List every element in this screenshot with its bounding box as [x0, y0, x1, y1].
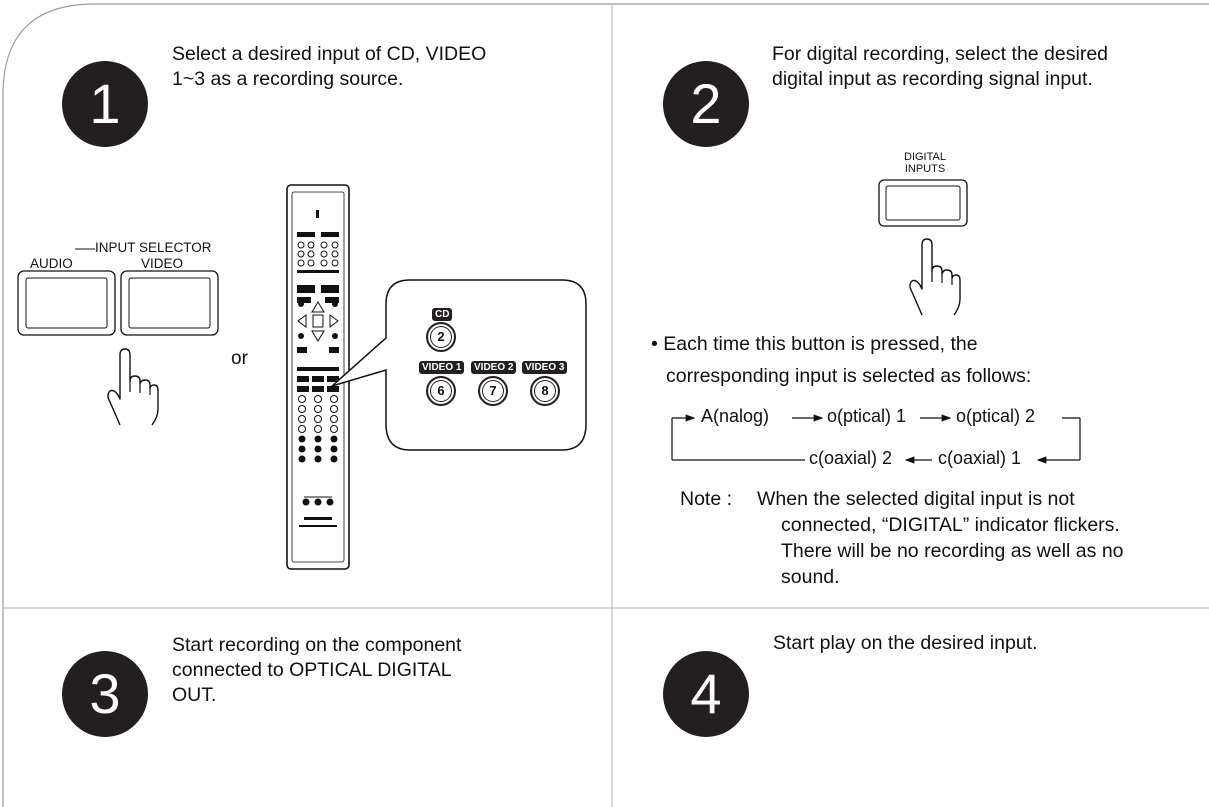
- digital-inputs-button: [878, 179, 968, 227]
- flow-optical-1: o(ptical) 1: [827, 406, 907, 426]
- pointing-hand-icon: [909, 238, 961, 316]
- step-4-text: Start play on the desired input.: [773, 632, 1038, 654]
- step-3-text: Start recording on the component connect…: [172, 634, 462, 706]
- input-selector-rule: [75, 248, 95, 250]
- note-line-1: When the selected digital input is not: [757, 488, 1075, 510]
- pointing-hand-icon: [107, 348, 159, 426]
- video1-button-label: VIDEO 1: [419, 361, 465, 374]
- input-selector-buttons: [17, 270, 219, 336]
- cd-button-label: CD: [432, 308, 453, 321]
- note-line-3: There will be no recording as well as no: [781, 540, 1124, 562]
- bullet-line-2: corresponding input is selected as follo…: [666, 365, 1032, 387]
- note-line-2: connected, “DIGITAL” indicator flickers.: [781, 514, 1120, 536]
- step-1-text: Select a desired input of CD, VIDEO 1~3 …: [172, 43, 487, 90]
- bullet-line-1: • Each time this button is pressed, the: [651, 333, 978, 355]
- video2-button-label: VIDEO 2: [471, 361, 517, 374]
- video2-button: 7: [478, 376, 508, 406]
- flow-coaxial-2: c(oaxial) 2: [809, 448, 893, 468]
- cd-button: 2: [426, 322, 456, 352]
- step-2-text: For digital recording, select the desire…: [772, 43, 1109, 90]
- video1-button: 6: [426, 376, 456, 406]
- or-text: or: [231, 348, 248, 369]
- flow-optical-2: o(ptical) 2: [956, 406, 1036, 426]
- note-prefix: Note :: [680, 488, 733, 510]
- digital-inputs-label: DIGITAL INPUTS: [904, 151, 946, 175]
- audio-label: AUDIO: [30, 256, 73, 271]
- video3-button: 8: [530, 376, 560, 406]
- video3-button-label: VIDEO 3: [522, 361, 568, 374]
- note-line-4: sound.: [781, 566, 840, 588]
- flow-coaxial-1: c(oaxial) 1: [938, 448, 1022, 468]
- step-1-number: 1: [62, 61, 148, 147]
- input-cycle-arrows: [671, 414, 1081, 464]
- step-3-number: 3: [62, 651, 148, 737]
- flow-analog: A(nalog): [701, 406, 770, 426]
- step-4-number: 4: [663, 651, 749, 737]
- input-selector-label: INPUT SELECTOR: [95, 240, 212, 255]
- step-2-number: 2: [663, 61, 749, 147]
- video-label: VIDEO: [141, 256, 184, 271]
